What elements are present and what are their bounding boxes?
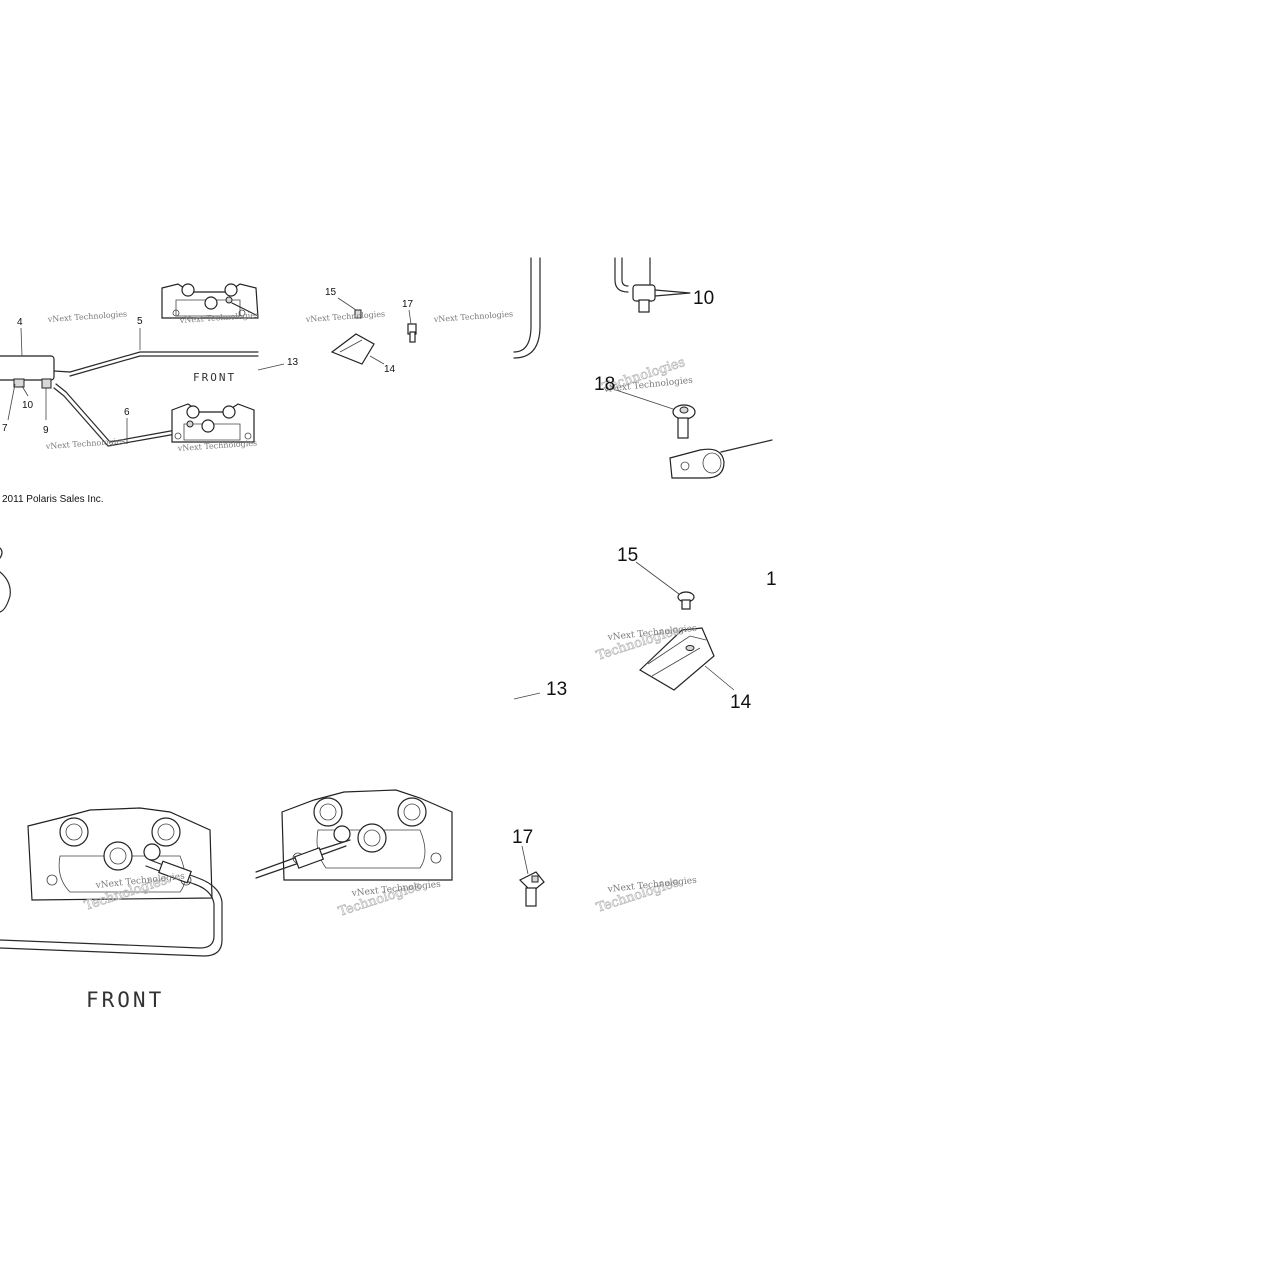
- detail-label-18: 18: [594, 374, 615, 395]
- overview-label-4: 4: [17, 317, 23, 328]
- watermark: vNext Technologies: [47, 309, 128, 324]
- overview-label-7: 7: [2, 423, 8, 434]
- overview-front-label: FRONT: [193, 371, 236, 384]
- watermark: vNext Technologies: [305, 309, 386, 324]
- overview-label-6: 6: [124, 407, 130, 418]
- overview-label-15: 15: [325, 287, 337, 298]
- brake-line-6: [55, 383, 177, 443]
- overview-label-14: 14: [384, 364, 396, 375]
- overview-label-5: 5: [137, 316, 143, 327]
- detail-fitting-10: 10: [614, 257, 714, 313]
- overview-label-9: 9: [43, 425, 49, 436]
- brake-line-curve: [513, 257, 532, 353]
- caliper-upper-small: [161, 283, 259, 319]
- detail-clamp: [669, 439, 773, 479]
- detail-label-14: 14: [730, 692, 752, 713]
- detail-bolt-15: 15 1: [617, 545, 777, 610]
- copyright-text: 2011 Polaris Sales Inc.: [2, 494, 104, 505]
- overview-diagram: 4 5 6 7 9 10 13 14 15 17 FRONT vNext Tec…: [0, 283, 514, 505]
- detail-label-17: 17: [512, 827, 533, 848]
- detail-bolt-18: Technologies vNext Technologies 18: [594, 355, 696, 439]
- overview-label-13: 13: [287, 357, 299, 368]
- detail-front-label: FRONT: [86, 988, 164, 1012]
- overview-leaders: [7, 297, 412, 444]
- master-cylinder: [0, 355, 71, 389]
- fitting-17-small: [407, 323, 417, 343]
- detail-clip-14: 14 Technologies vNext Technologies: [594, 623, 752, 713]
- overview-label-17: 17: [402, 299, 414, 310]
- partial-part-left: [0, 571, 11, 613]
- detail-label-10: 10: [693, 288, 714, 309]
- clip-14-small: [330, 309, 375, 365]
- watermark: vNext Technologies: [45, 436, 126, 451]
- watermark: vNext Technologies: [433, 309, 514, 324]
- caliper-right-large: Technologies vNext Technologies: [255, 789, 453, 920]
- caliper-left-large: Technologies vNext Technologies: [0, 807, 223, 957]
- detail-fitting-17: 17 Technologies vNext Technologies: [512, 827, 698, 916]
- detail-label-partial: 1: [766, 569, 777, 590]
- detail-label-13: 13: [546, 679, 567, 700]
- brake-line-5: [69, 351, 259, 373]
- overview-label-10: 10: [22, 400, 34, 411]
- caliper-lower-small: [171, 403, 255, 443]
- detail-label-15: 15: [617, 545, 638, 566]
